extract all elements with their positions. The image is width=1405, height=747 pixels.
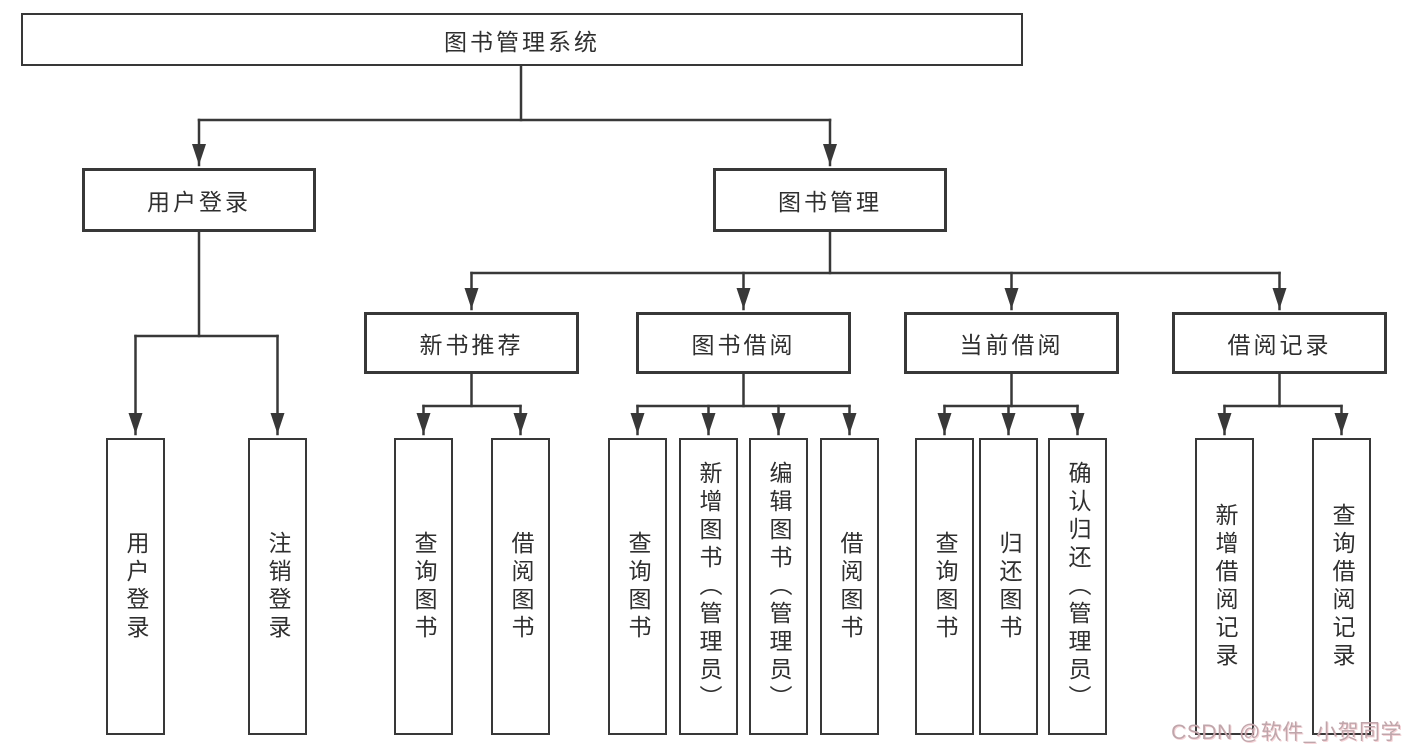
node-label: 借阅图书 <box>837 530 863 643</box>
node-label: 查询图书 <box>932 530 958 643</box>
node-label: 图书管理系统 <box>444 28 600 55</box>
node-user-login: 用户登录 <box>82 168 316 232</box>
leaf-add-borrow-record: 新增借阅记录 <box>1195 438 1254 735</box>
node-label: 用户登录 <box>147 189 251 215</box>
leaf-user-login: 用户登录 <box>106 438 165 735</box>
leaf-add-books-admin: 新增图书（管理员） <box>679 438 738 735</box>
node-label: 确认归还（管理员） <box>1065 460 1091 713</box>
node-label: 图书管理 <box>778 189 882 215</box>
node-label: 查询图书 <box>625 530 651 643</box>
node-label: 新增图书（管理员） <box>696 460 722 713</box>
node-label: 查询图书 <box>411 530 437 643</box>
leaf-query-books-recommend: 查询图书 <box>394 438 453 735</box>
node-label: 归还图书 <box>996 530 1022 643</box>
leaf-edit-books-admin: 编辑图书（管理员） <box>749 438 808 735</box>
leaf-logout: 注销登录 <box>248 438 307 735</box>
leaf-borrow-books: 借阅图书 <box>820 438 879 735</box>
node-label: 注销登录 <box>265 530 291 643</box>
node-label: 当前借阅 <box>959 332 1064 358</box>
node-label: 用户登录 <box>123 530 149 643</box>
node-label: 编辑图书（管理员） <box>766 460 792 713</box>
leaf-query-books-borrow: 查询图书 <box>608 438 667 735</box>
leaf-query-borrow-record: 查询借阅记录 <box>1312 438 1371 735</box>
node-label: 借阅记录 <box>1227 332 1332 358</box>
node-borrowing-records: 借阅记录 <box>1172 312 1387 374</box>
leaf-borrow-books-recommend: 借阅图书 <box>491 438 550 735</box>
node-library-management-system: 图书管理系统 <box>21 13 1023 66</box>
leaf-query-books-current: 查询图书 <box>915 438 974 735</box>
leaf-confirm-return-admin: 确认归还（管理员） <box>1048 438 1107 735</box>
node-current-borrowing: 当前借阅 <box>904 312 1119 374</box>
node-label: 图书借阅 <box>691 332 796 358</box>
node-label: 新书推荐 <box>419 332 524 358</box>
node-book-borrowing: 图书借阅 <box>636 312 851 374</box>
node-label: 借阅图书 <box>508 530 534 643</box>
node-new-book-recommendation: 新书推荐 <box>364 312 579 374</box>
csdn-watermark: CSDN @软件_小贺同学 <box>1171 721 1402 744</box>
node-book-management: 图书管理 <box>713 168 947 232</box>
leaf-return-books: 归还图书 <box>979 438 1038 735</box>
node-label: 新增借阅记录 <box>1212 502 1238 671</box>
node-label: 查询借阅记录 <box>1329 502 1355 671</box>
